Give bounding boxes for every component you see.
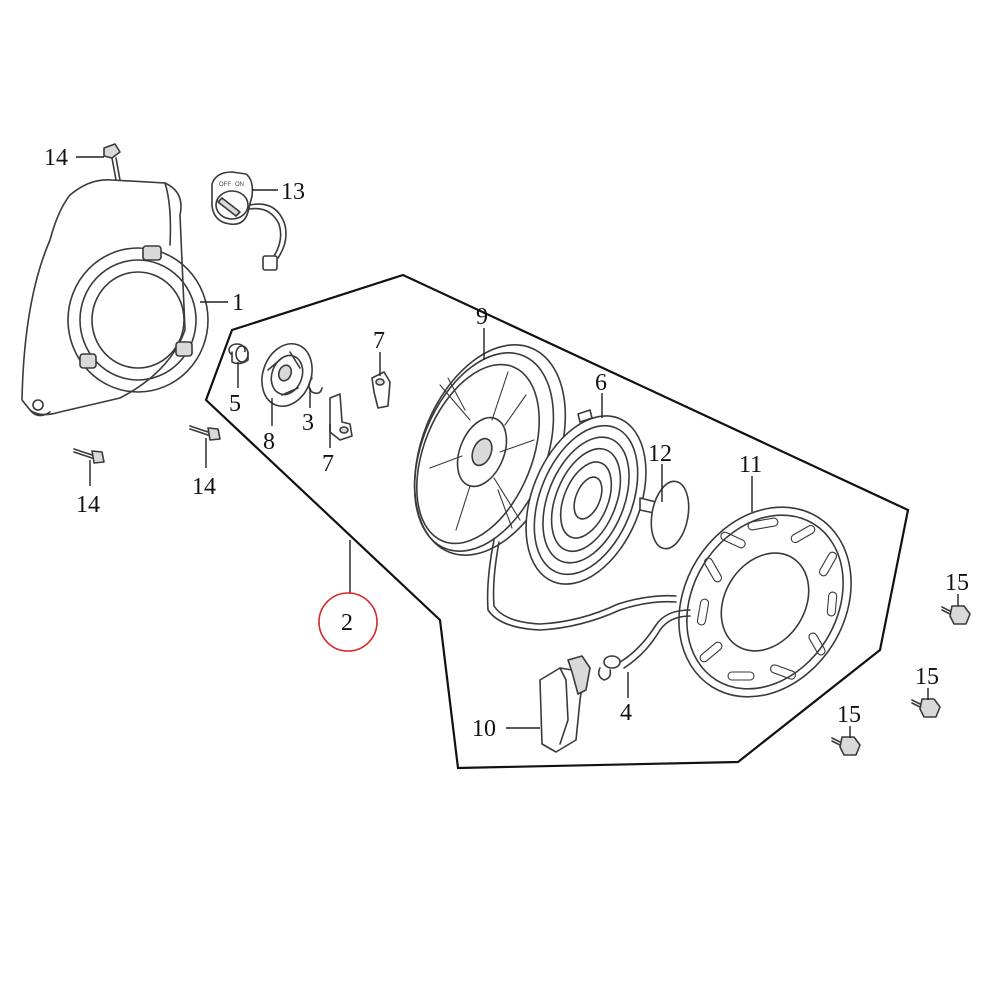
- part-1-fan-cover[interactable]: [21, 178, 209, 417]
- part-15-bolt-top[interactable]: [941, 605, 971, 625]
- callout-7-top: 7: [373, 328, 385, 354]
- callout-9: 9: [476, 304, 488, 330]
- part-15-bolt-bottom[interactable]: [831, 736, 861, 756]
- switch-off-label: OFF: [219, 182, 231, 188]
- callout-6: 6: [595, 370, 607, 396]
- callout-2-highlight-ring: [318, 592, 378, 652]
- callout-15-top: 15: [945, 570, 969, 596]
- part-11-starter-housing[interactable]: [644, 475, 886, 729]
- callout-3: 3: [302, 410, 314, 436]
- switch-on-label: ON: [235, 182, 244, 188]
- part-14-screw-top[interactable]: [103, 143, 121, 181]
- callout-13: 13: [281, 179, 305, 205]
- callout-14-left: 14: [76, 492, 100, 518]
- callout-10: 10: [472, 716, 496, 742]
- part-8-ratchet[interactable]: [254, 337, 321, 414]
- part-3-spring-clip[interactable]: [308, 377, 323, 395]
- part-14-screw-left[interactable]: [73, 448, 105, 464]
- part-15-bolt-mid[interactable]: [911, 698, 941, 718]
- callout-4: 4: [620, 700, 632, 726]
- part-7-pawl-bottom[interactable]: [329, 393, 353, 441]
- callout-11: 11: [739, 452, 762, 478]
- starter-rope: [486, 539, 691, 669]
- part-13-stop-switch[interactable]: OFF ON: [211, 171, 287, 271]
- part-12-center-pin[interactable]: [639, 478, 694, 551]
- callout-15-bottom: 15: [837, 702, 861, 728]
- part-14-screw-mid[interactable]: [189, 425, 221, 441]
- part-7-pawl-top[interactable]: [371, 371, 391, 409]
- callout-14-top: 14: [44, 145, 68, 171]
- callout-14-mid: 14: [192, 474, 216, 500]
- callout-15-mid: 15: [915, 664, 939, 690]
- callout-12: 12: [648, 441, 672, 467]
- assembly-group-outline: [204, 273, 910, 770]
- part-10-starter-grip[interactable]: [539, 655, 591, 753]
- callout-2: 2: [341, 610, 353, 636]
- part-5-shoulder-bolt[interactable]: [228, 343, 249, 365]
- callout-7-bottom: 7: [322, 451, 334, 477]
- part-4-rope-knot[interactable]: [597, 655, 621, 681]
- callout-5: 5: [229, 391, 241, 417]
- callout-1: 1: [232, 290, 244, 316]
- part-6-recoil-spring[interactable]: [503, 398, 669, 602]
- leader-lines: [76, 156, 959, 738]
- callout-8: 8: [263, 429, 275, 455]
